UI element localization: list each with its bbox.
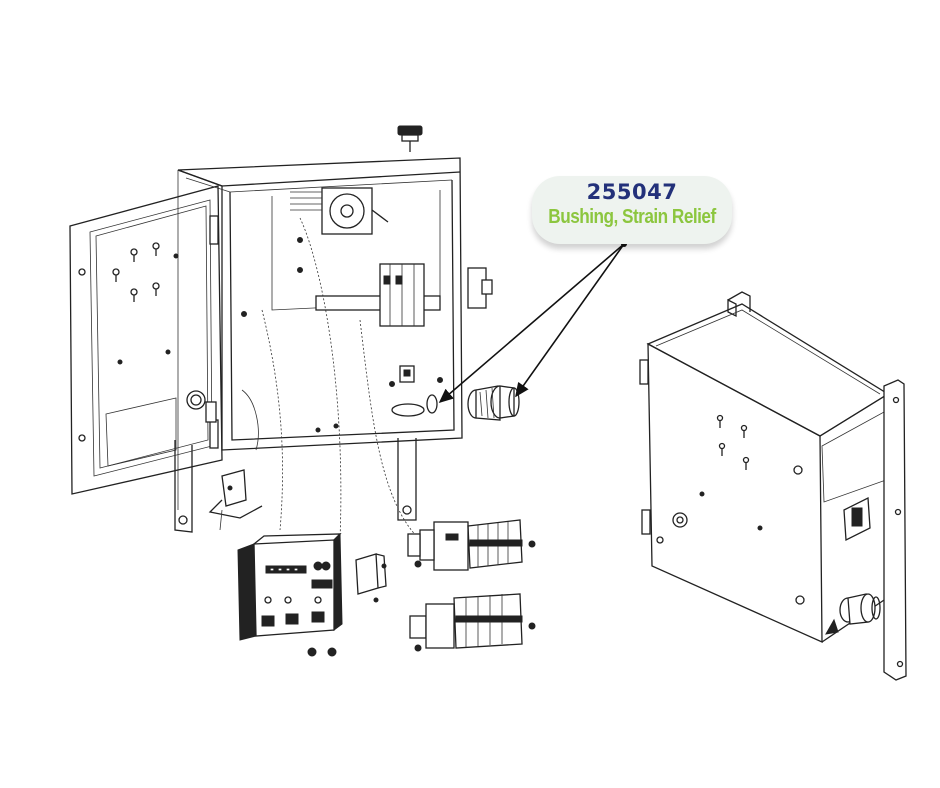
- control-board: [237, 532, 343, 657]
- open-enclosure: [174, 125, 493, 541]
- relay-module: [355, 553, 387, 603]
- closed-enclosure: [639, 291, 907, 681]
- enclosure-door: [69, 185, 223, 495]
- door-keyhole-slots: [112, 242, 160, 302]
- vent-cap: [397, 125, 423, 152]
- part-callout: 255047 Bushing, Strain Relief: [532, 176, 732, 244]
- part-number-label: 255047: [586, 180, 678, 204]
- sensor-bracket: [208, 469, 263, 531]
- contactor: [379, 263, 425, 327]
- terminal-block-lower: [409, 593, 536, 652]
- part-name-label: Bushing, Strain Relief: [548, 206, 716, 228]
- callout-leaders: [438, 241, 627, 404]
- strain-relief-bushing: [467, 385, 520, 421]
- terminal-block-upper: [407, 519, 536, 571]
- installed-bushing: [839, 593, 881, 625]
- cooling-fan: [290, 187, 389, 235]
